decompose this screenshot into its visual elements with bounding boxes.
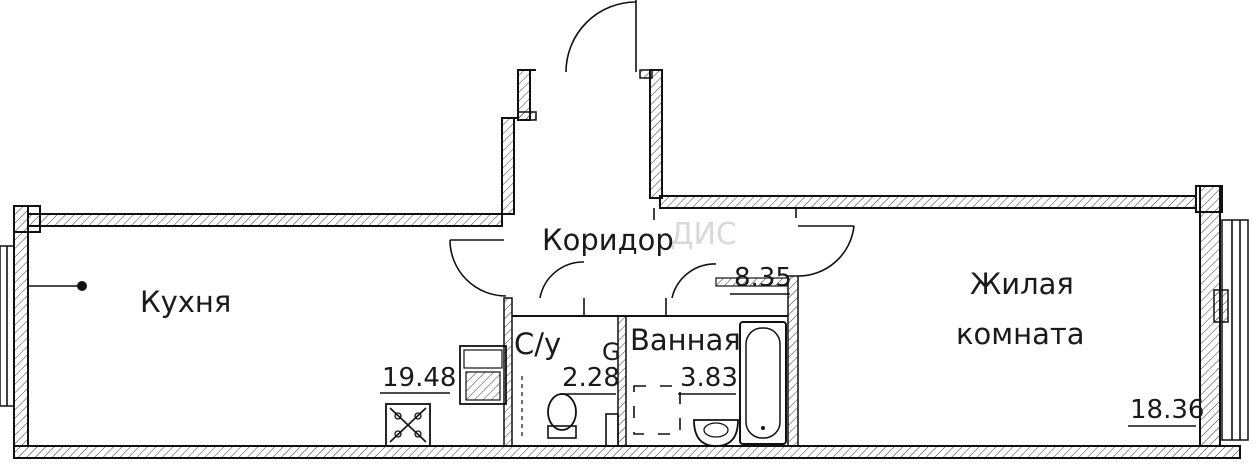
sink — [459, 345, 507, 405]
wc-fixtures — [521, 376, 619, 447]
room-name-corridor: Коридор — [542, 223, 674, 257]
entrance-door — [565, 0, 637, 73]
kitchen-fixtures — [28, 281, 507, 447]
room-name-wc: С/у — [514, 327, 561, 361]
wc-marker: G — [602, 338, 621, 366]
room-name-bathroom: Ванная — [630, 323, 741, 357]
room-name-kitchen: Кухня — [140, 285, 231, 319]
washbasin — [693, 419, 739, 447]
outer-walls — [13, 69, 1241, 459]
bath-fixtures — [633, 321, 787, 447]
stove — [385, 403, 431, 447]
room-area-bathroom: 3.83 — [680, 363, 738, 393]
room-area-kitchen: 19.48 — [382, 363, 456, 393]
washing-machine — [633, 385, 681, 435]
room-area-living: 18.36 — [1130, 395, 1204, 425]
room-area-wc: 2.28 — [562, 363, 620, 393]
bathtub — [739, 321, 787, 445]
watermark: ДИС — [670, 217, 737, 252]
room-area-corridor: 8.35 — [734, 263, 792, 293]
room-name-living-line1: Жилая — [970, 267, 1074, 301]
toilet — [547, 393, 577, 431]
room-name-living-line2: комната — [956, 317, 1085, 351]
interior-walls — [449, 208, 855, 447]
windows — [0, 185, 1249, 441]
